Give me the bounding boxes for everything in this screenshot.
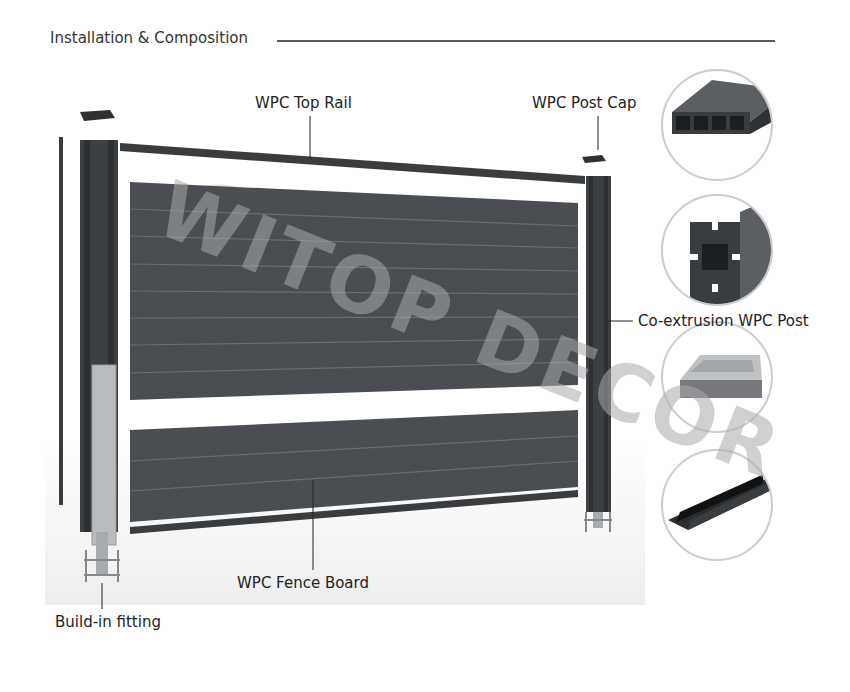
board-joints (130, 436, 578, 491)
fitting-base (584, 512, 612, 532)
steel-insert (92, 365, 116, 545)
part-label: WPC Post Cap (532, 94, 636, 112)
detail-post (662, 195, 780, 318)
heading-rule (277, 40, 775, 42)
post-cap (582, 155, 606, 163)
heading: Installation & Composition (50, 29, 248, 47)
post-cap (80, 110, 115, 121)
post-strip (59, 137, 63, 505)
fitting-base (84, 550, 120, 582)
detail-board (662, 70, 790, 180)
part-label: Co-extrusion WPC Post (638, 312, 809, 330)
fitting-stem (96, 532, 108, 574)
part-label: WPC Fence Board (237, 574, 369, 592)
part-label: WPC Top Rail (255, 94, 352, 112)
bottom-rail (130, 490, 578, 534)
fence-panel (130, 410, 578, 522)
part-label: Build-in fitting (55, 613, 161, 631)
post-groove (84, 140, 90, 532)
